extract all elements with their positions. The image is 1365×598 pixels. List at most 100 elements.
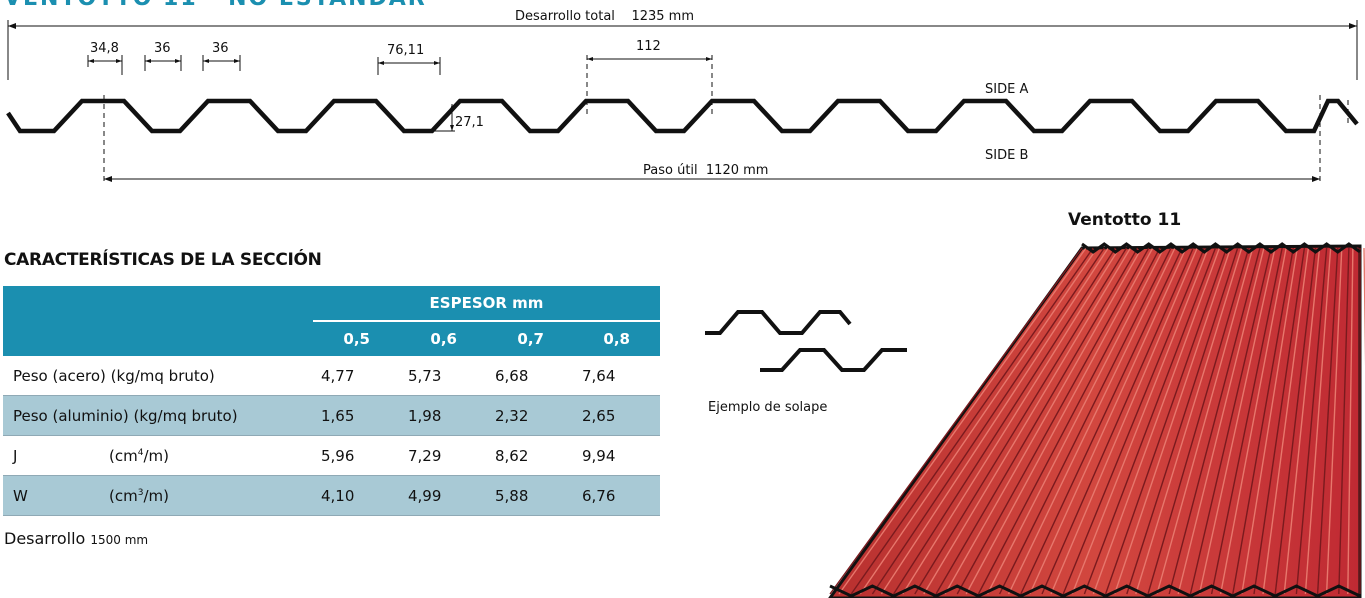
cell-value: 1,65 bbox=[313, 395, 400, 436]
sheet-rib-highlight bbox=[1156, 247, 1254, 595]
sheet-rib bbox=[956, 247, 1150, 595]
cell-value: 8,62 bbox=[487, 435, 574, 476]
total-value: 1235 mm bbox=[631, 9, 694, 24]
cell-value: 5,96 bbox=[313, 435, 400, 476]
sheet-rib bbox=[1104, 247, 1228, 595]
sheet-rib-highlight bbox=[1198, 247, 1276, 595]
cell-value: 4,99 bbox=[400, 475, 487, 516]
sheet-rib bbox=[850, 247, 1094, 595]
row-label: Peso (aluminio) (kg/mq bruto) bbox=[3, 395, 313, 436]
cell-value: 6,76 bbox=[574, 475, 660, 516]
table-row: W (cm3/m) 4,10 4,99 5,88 6,76 bbox=[3, 475, 660, 516]
sheet-rib bbox=[829, 247, 1083, 595]
row-symbol: W bbox=[13, 486, 28, 505]
sheet-rib bbox=[1168, 247, 1261, 595]
cell-value: 4,10 bbox=[313, 475, 400, 516]
total-label: Desarrollo total bbox=[515, 9, 615, 24]
sheet-rib-highlight bbox=[1177, 247, 1265, 595]
sheet-rib-highlight bbox=[1113, 247, 1232, 595]
sheet-rib bbox=[893, 247, 1116, 595]
row-unit: (cm4/m) bbox=[109, 446, 169, 465]
sheet-rib bbox=[977, 247, 1161, 595]
development-value: 1500 mm bbox=[90, 533, 149, 547]
sheet-rib-highlight bbox=[1050, 247, 1198, 595]
product-title: Ventotto 11 bbox=[1068, 210, 1182, 230]
row-label: J (cm4/m) bbox=[3, 435, 313, 476]
col-header: 0,5 bbox=[313, 321, 400, 356]
col-header: 0,7 bbox=[487, 321, 574, 356]
cell-value: 2,65 bbox=[574, 395, 660, 436]
sheet-rib bbox=[1295, 247, 1328, 595]
sheet-rib-highlight bbox=[1029, 247, 1187, 595]
sheet-rib-highlight bbox=[944, 247, 1143, 595]
profile-drawing bbox=[6, 20, 1359, 185]
dim-36-b: 36 bbox=[212, 41, 229, 56]
sheet-rib bbox=[1020, 247, 1183, 595]
sheet-rib bbox=[871, 247, 1105, 595]
sheet-rib-highlight bbox=[838, 247, 1087, 595]
sheet-rib bbox=[1274, 247, 1317, 595]
overlap-example-drawing bbox=[705, 310, 907, 372]
sheet-rib-highlight bbox=[1283, 247, 1321, 595]
sheet-rib-highlight bbox=[880, 247, 1109, 595]
dim-112: 112 bbox=[636, 39, 661, 54]
sheet-rib-highlight bbox=[1262, 247, 1310, 595]
sheet-rib bbox=[935, 247, 1139, 595]
sheet-rib bbox=[1232, 247, 1294, 595]
sheet-rib bbox=[1041, 247, 1194, 595]
sheet-rib-highlight bbox=[1219, 247, 1287, 595]
table-header-columns: 0,5 0,6 0,7 0,8 bbox=[3, 321, 660, 356]
section-table: ESPESOR mm 0,5 0,6 0,7 0,8 Peso (acero) … bbox=[3, 286, 660, 516]
development-note: Desarrollo 1500 mm bbox=[4, 529, 148, 548]
row-label: W (cm3/m) bbox=[3, 475, 313, 516]
sheet-rib bbox=[914, 247, 1128, 595]
sheet-rib-highlight bbox=[1007, 247, 1176, 595]
table-row: Peso (acero) (kg/mq bruto) 4,77 5,73 6,6… bbox=[3, 356, 660, 396]
row-label: Peso (acero) (kg/mq bruto) bbox=[3, 356, 313, 396]
dim-34-8: 34,8 bbox=[90, 41, 119, 56]
cell-value: 5,88 bbox=[487, 475, 574, 516]
total-width-label: Desarrollo total 1235 mm bbox=[515, 9, 694, 24]
sheet-rib-highlight bbox=[1092, 247, 1221, 595]
corrugated-profile bbox=[6, 98, 1359, 134]
sheet-rib-highlight bbox=[1135, 247, 1243, 595]
sheet-rib bbox=[1210, 247, 1283, 595]
sheet-rib-highlight bbox=[1325, 247, 1343, 595]
overlap-label: Ejemplo de solape bbox=[708, 400, 828, 415]
sheet-rib-highlight bbox=[1347, 247, 1354, 595]
useful-value: 1120 mm bbox=[705, 163, 769, 178]
sheet-rib bbox=[1189, 247, 1272, 595]
dim-36-a: 36 bbox=[154, 41, 171, 56]
cell-value: 5,73 bbox=[400, 356, 487, 396]
cell-value: 7,29 bbox=[400, 435, 487, 476]
table-row: J (cm4/m) 5,96 7,29 8,62 9,94 bbox=[3, 435, 660, 476]
cell-value: 4,77 bbox=[313, 356, 400, 396]
table-row: Peso (aluminio) (kg/mq bruto) 1,65 1,98 … bbox=[3, 395, 660, 436]
side-b-label: SIDE B bbox=[985, 148, 1029, 163]
cell-value: 9,94 bbox=[574, 435, 660, 476]
sheet-rib bbox=[1338, 247, 1350, 595]
sheet-rib bbox=[1316, 247, 1339, 595]
sheet-rib bbox=[1062, 247, 1205, 595]
sheet-rib-highlight bbox=[902, 247, 1120, 595]
sheet-body bbox=[828, 244, 1362, 598]
row-symbol: J bbox=[13, 446, 18, 465]
row-unit: (cm3/m) bbox=[109, 486, 169, 505]
sheet-rib-highlight bbox=[1241, 247, 1298, 595]
useful-label: Paso útil bbox=[643, 163, 698, 178]
sheet-rib-highlight bbox=[1071, 247, 1209, 595]
sheet-rib-highlight bbox=[1304, 247, 1332, 595]
col-header: 0,8 bbox=[574, 321, 660, 356]
sheet-illustration bbox=[828, 242, 1365, 598]
sheet-rib-highlight bbox=[859, 247, 1098, 595]
sheet-rib bbox=[998, 247, 1172, 595]
sheet-rib bbox=[1126, 247, 1239, 595]
table-header-group: ESPESOR mm bbox=[3, 286, 660, 322]
dim-76-11: 76,11 bbox=[387, 43, 425, 58]
dim-27-1: 27,1 bbox=[455, 115, 484, 130]
sheet-rib-highlight bbox=[923, 247, 1132, 595]
side-a-label: SIDE A bbox=[985, 82, 1029, 97]
cell-value: 7,64 bbox=[574, 356, 660, 396]
cell-value: 6,68 bbox=[487, 356, 574, 396]
useful-width-label: Paso útil 1120 mm bbox=[643, 163, 768, 178]
